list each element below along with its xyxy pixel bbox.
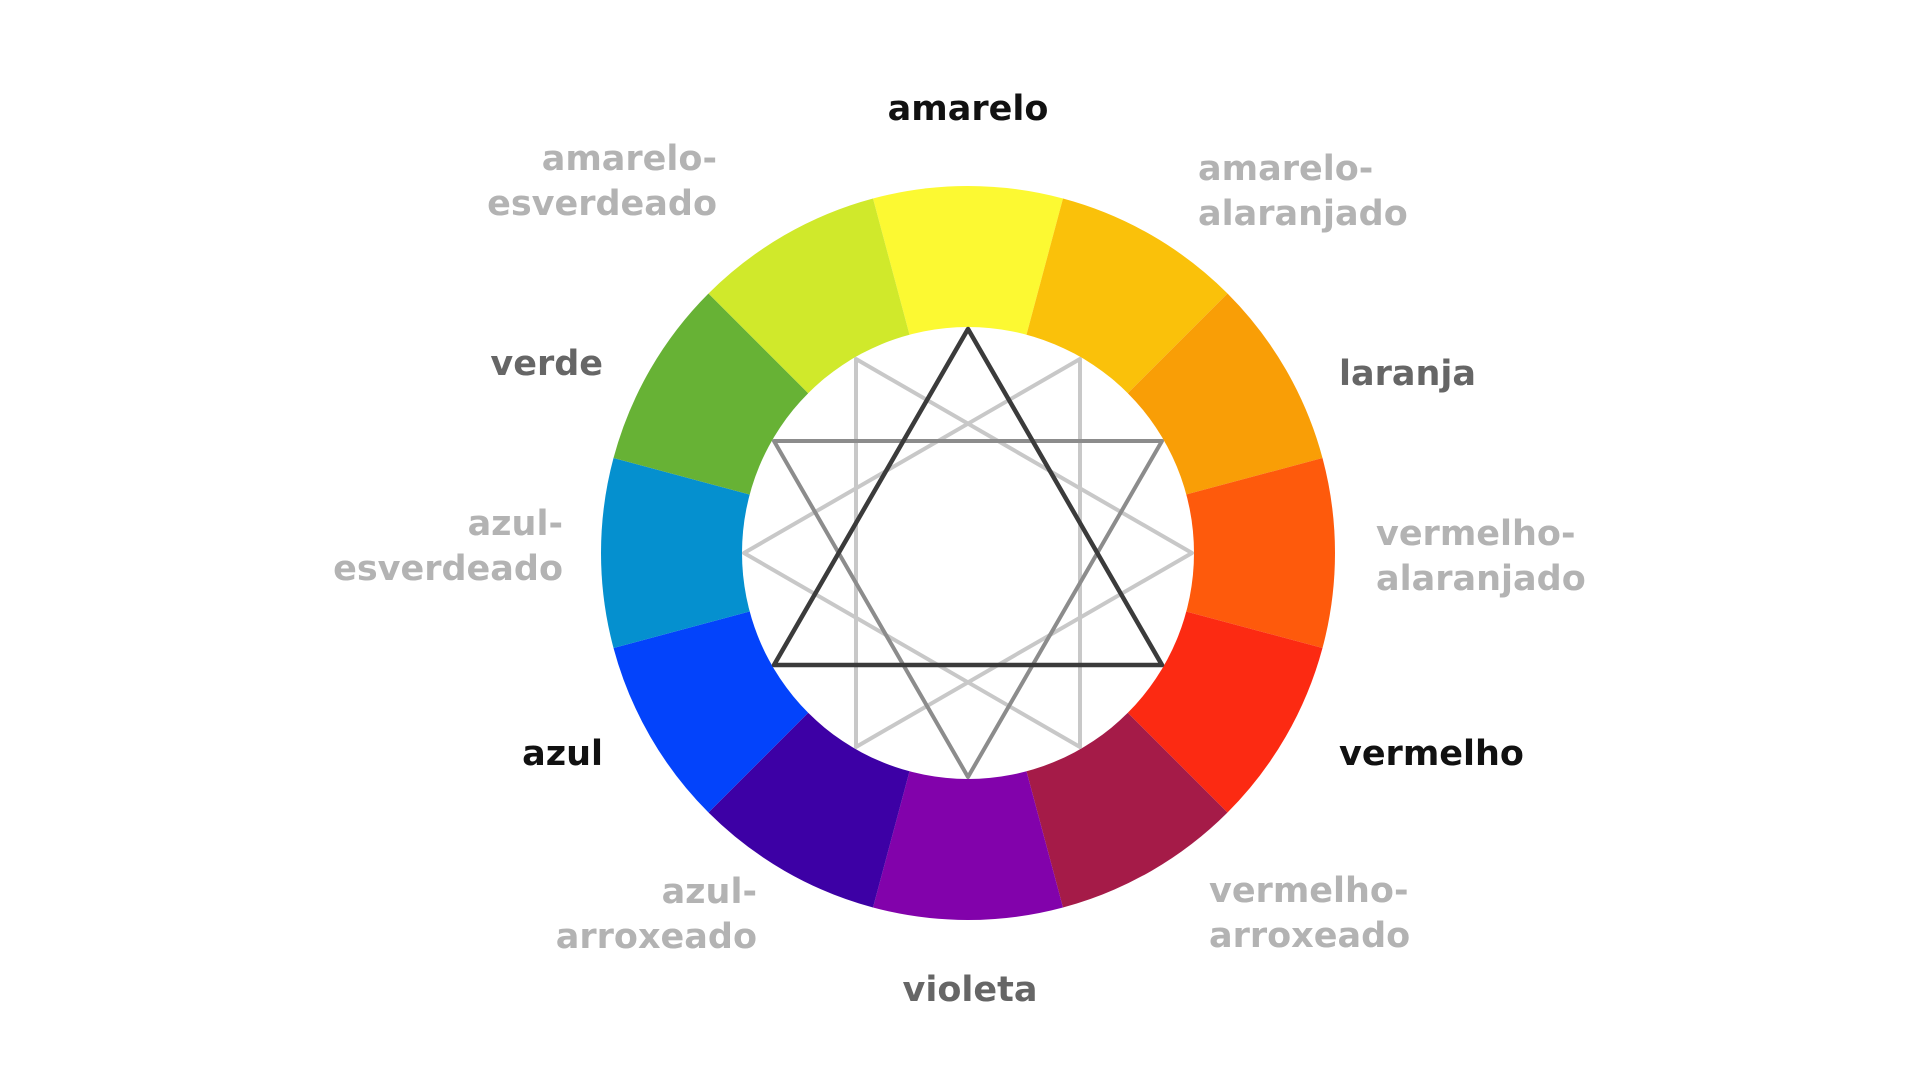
triangles: [742, 326, 1194, 779]
label-laranja: laranja: [1339, 354, 1477, 394]
label-vermelho-arroxeado: vermelho- arroxeado: [1209, 871, 1411, 956]
segment-amarelo: [873, 186, 1063, 355]
label-vermelho: vermelho: [1339, 734, 1524, 774]
label-verde: verde: [490, 344, 603, 384]
segment-azul-esverdeado: [601, 458, 770, 648]
label-amarelo-alaranjado: amarelo- alaranjado: [1198, 149, 1408, 234]
secondary-triangle: [772, 439, 1164, 779]
label-violeta: violeta: [902, 970, 1038, 1010]
tertiary-triangle-b: [854, 357, 1194, 749]
label-azul-esverdeado: azul- esverdeado: [333, 504, 563, 589]
label-amarelo-esverdeado: amarelo- esverdeado: [487, 139, 717, 224]
wheel-center: [742, 327, 1194, 779]
segment-violeta: [873, 751, 1063, 920]
label-azul-arroxeado: azul- arroxeado: [555, 872, 757, 957]
label-azul: azul: [522, 734, 603, 774]
tertiary-triangle-a: [742, 357, 1082, 749]
segment-vermelho-alaranjado: [1166, 458, 1335, 648]
label-amarelo: amarelo: [887, 89, 1049, 129]
primary-triangle: [771, 326, 1165, 668]
label-vermelho-alaranjado: vermelho- alaranjado: [1376, 514, 1586, 599]
